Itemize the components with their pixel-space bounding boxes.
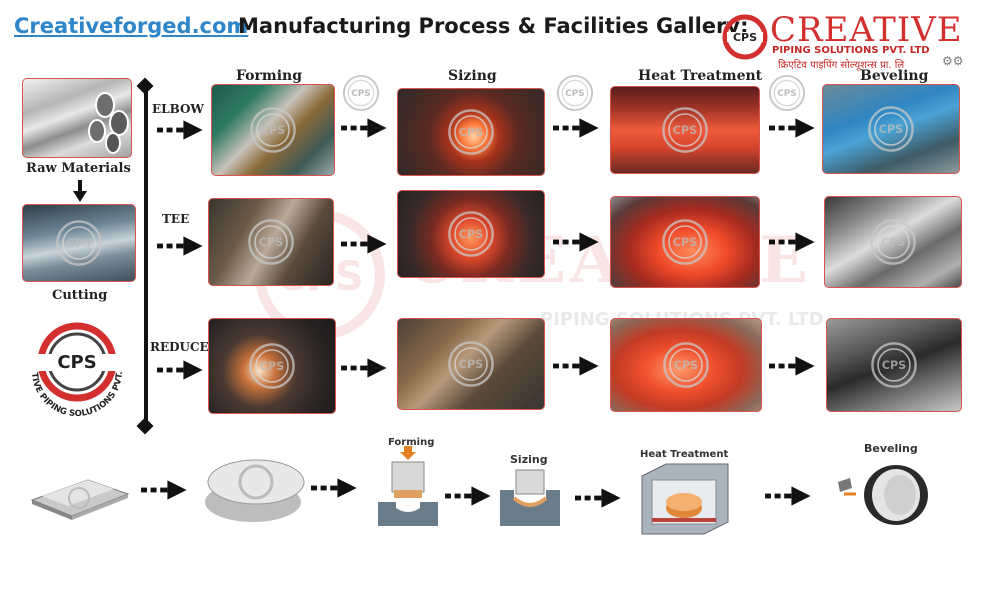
right-arrow-icon — [156, 118, 206, 142]
beveled-head-icon — [838, 465, 928, 525]
photo-tee-sizing — [397, 190, 545, 278]
cps-watermark-icon — [556, 74, 594, 112]
site-link[interactable]: Creativeforged.com — [14, 14, 249, 38]
circular-blank-icon — [205, 459, 305, 522]
column-header-sizing: Sizing — [448, 68, 497, 84]
right-arrow-icon — [764, 484, 814, 508]
row-label-tee: TEE — [162, 212, 190, 226]
fittings-icon: ⚙⚙ — [942, 54, 964, 68]
right-arrow-icon — [340, 232, 390, 256]
photo-elbow-beveling — [822, 84, 960, 174]
row-label-reducer: REDUCER — [150, 340, 219, 354]
cps-logo-icon: CPS CREATIVE PIPING SOLUTIONS PVT. LTD. — [18, 312, 125, 419]
photo-tee-forming — [208, 198, 334, 286]
cps-watermark-icon — [342, 74, 380, 112]
raw-materials-label: Raw Materials — [26, 161, 131, 176]
brand-hindi-name: क्रिएटिव पाइपिंग सोल्यूशन्स प्रा. लि — [778, 60, 905, 71]
brand-name: CREATIVE — [770, 10, 963, 50]
right-arrow-icon — [340, 116, 390, 140]
cps-watermark-icon — [768, 74, 806, 112]
photo-elbow-forming — [211, 84, 335, 176]
furnace-icon — [641, 463, 729, 535]
right-arrow-icon — [552, 116, 602, 140]
photo-cutting — [22, 204, 136, 282]
photo-tee-heat-treatment — [610, 196, 760, 288]
right-arrow-icon — [574, 486, 624, 510]
svg-text:CPS: CPS — [57, 352, 96, 373]
photo-reducer-sizing — [397, 318, 545, 410]
right-arrow-icon — [156, 234, 206, 258]
bottom-heat-treatment-label: Heat Treatment — [640, 449, 729, 460]
column-header-beveling: Beveling — [860, 68, 929, 84]
brand-subtitle: PIPING SOLUTIONS PVT. LTD — [772, 45, 930, 56]
photo-reducer-heat-treatment — [610, 318, 762, 412]
photo-reducer-beveling — [826, 318, 962, 412]
forming-press-icon — [378, 446, 438, 526]
column-header-heat-treatment: Heat Treatment — [638, 68, 763, 84]
photo-reducer-forming — [208, 318, 336, 414]
photo-elbow-heat-treatment — [610, 86, 760, 174]
row-label-elbow: ELBOW — [152, 102, 204, 116]
right-arrow-icon — [310, 476, 360, 500]
divider-bottom-diamond — [136, 417, 154, 435]
divider-top-diamond — [136, 77, 154, 95]
column-header-forming: Forming — [236, 68, 302, 84]
bottom-forming-label: Forming — [388, 437, 435, 448]
right-arrow-icon — [444, 484, 494, 508]
svg-text:CPS: CPS — [733, 31, 757, 44]
right-arrow-icon — [552, 354, 602, 378]
right-arrow-icon — [140, 478, 190, 502]
flow-divider — [144, 88, 148, 424]
right-arrow-icon — [768, 230, 818, 254]
photo-raw-materials — [22, 78, 132, 158]
bottom-beveling-label: Beveling — [864, 442, 918, 455]
right-arrow-icon — [552, 230, 602, 254]
right-arrow-icon — [340, 356, 390, 380]
steel-plate-icon — [30, 479, 130, 520]
down-arrow-icon — [73, 180, 87, 202]
brand-logo-icon: CPS — [722, 14, 768, 60]
sizing-die-icon — [500, 469, 560, 526]
right-arrow-icon — [768, 354, 818, 378]
page-title: Manufacturing Process & Facilities Galle… — [238, 14, 749, 38]
cutting-label: Cutting — [52, 288, 108, 303]
right-arrow-icon — [156, 358, 206, 382]
right-arrow-icon — [768, 116, 818, 140]
photo-elbow-sizing — [397, 88, 545, 176]
bottom-sizing-label: Sizing — [510, 453, 548, 466]
photo-tee-beveling — [824, 196, 962, 288]
